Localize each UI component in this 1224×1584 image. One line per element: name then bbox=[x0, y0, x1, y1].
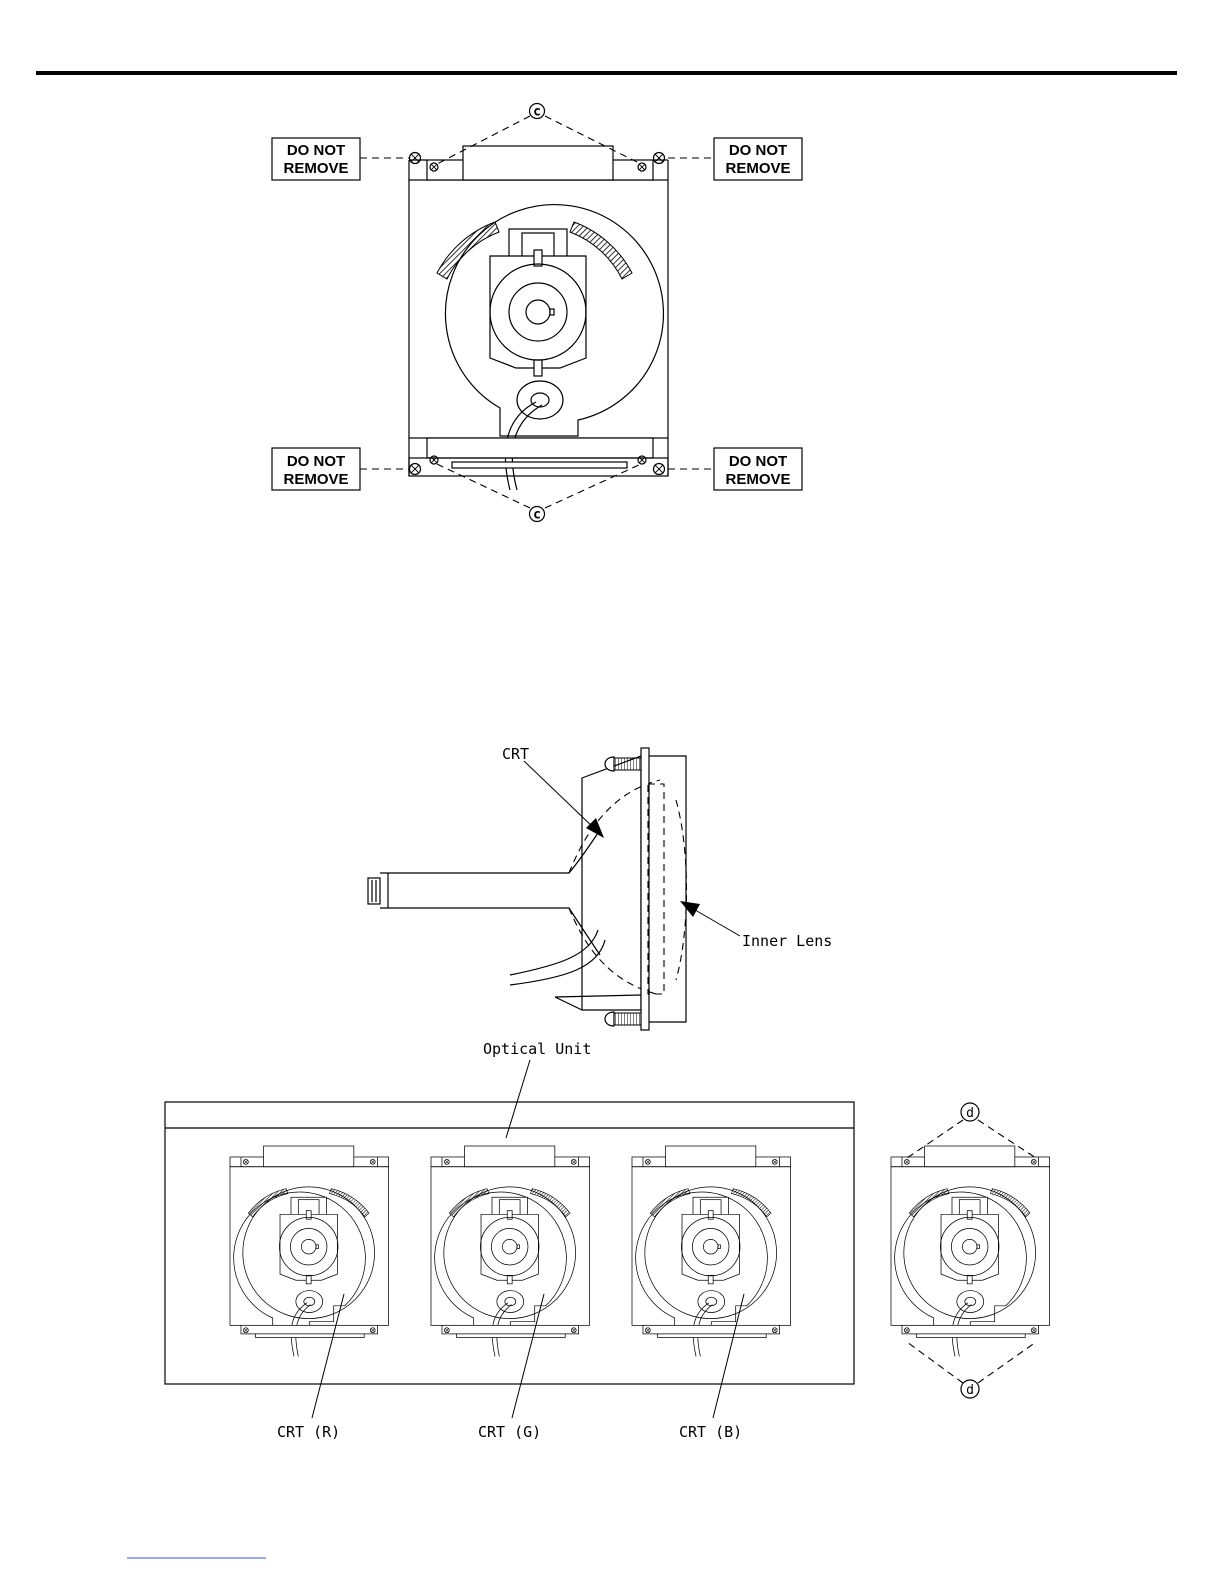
corner-screw-icon bbox=[654, 153, 665, 164]
callout-c-top: c bbox=[533, 105, 541, 120]
crt-r-assembly bbox=[230, 1146, 389, 1356]
crt-g-label: CRT (G) bbox=[478, 1423, 541, 1441]
corner-screw-icon bbox=[410, 153, 421, 164]
svg-text:REMOVE: REMOVE bbox=[725, 160, 790, 177]
corner-screw-icon bbox=[410, 464, 421, 475]
warning-label-bottom-left: DO NOT REMOVE bbox=[272, 448, 360, 490]
crt-single-assembly bbox=[891, 1146, 1050, 1356]
warning-label-top-left: DO NOT REMOVE bbox=[272, 138, 360, 180]
crt-r-label: CRT (R) bbox=[277, 1423, 340, 1441]
svg-text:DO NOT: DO NOT bbox=[729, 453, 787, 470]
crt-b-assembly bbox=[632, 1146, 791, 1356]
svg-text:REMOVE: REMOVE bbox=[283, 471, 348, 488]
svg-text:DO NOT: DO NOT bbox=[287, 142, 345, 159]
corner-screw-icon bbox=[654, 464, 665, 475]
callout-c-bottom: c bbox=[533, 508, 541, 523]
svg-text:REMOVE: REMOVE bbox=[283, 160, 348, 177]
callout-d-top: d bbox=[966, 1106, 974, 1121]
crt-g-assembly bbox=[431, 1146, 590, 1356]
warning-label-top-right: DO NOT REMOVE bbox=[714, 138, 802, 180]
crt-side-view bbox=[368, 748, 740, 1030]
inner-lens-label: Inner Lens bbox=[742, 932, 832, 950]
callout-d-bottom: d bbox=[966, 1383, 974, 1398]
optical-unit-label: Optical Unit bbox=[483, 1040, 591, 1058]
top-crt-front-view bbox=[409, 146, 668, 490]
svg-text:REMOVE: REMOVE bbox=[725, 471, 790, 488]
crt-label: CRT bbox=[502, 745, 529, 763]
warning-label-bottom-right: DO NOT REMOVE bbox=[714, 448, 802, 490]
svg-text:DO NOT: DO NOT bbox=[287, 453, 345, 470]
crt-b-label: CRT (B) bbox=[679, 1423, 742, 1441]
svg-text:DO NOT: DO NOT bbox=[729, 142, 787, 159]
